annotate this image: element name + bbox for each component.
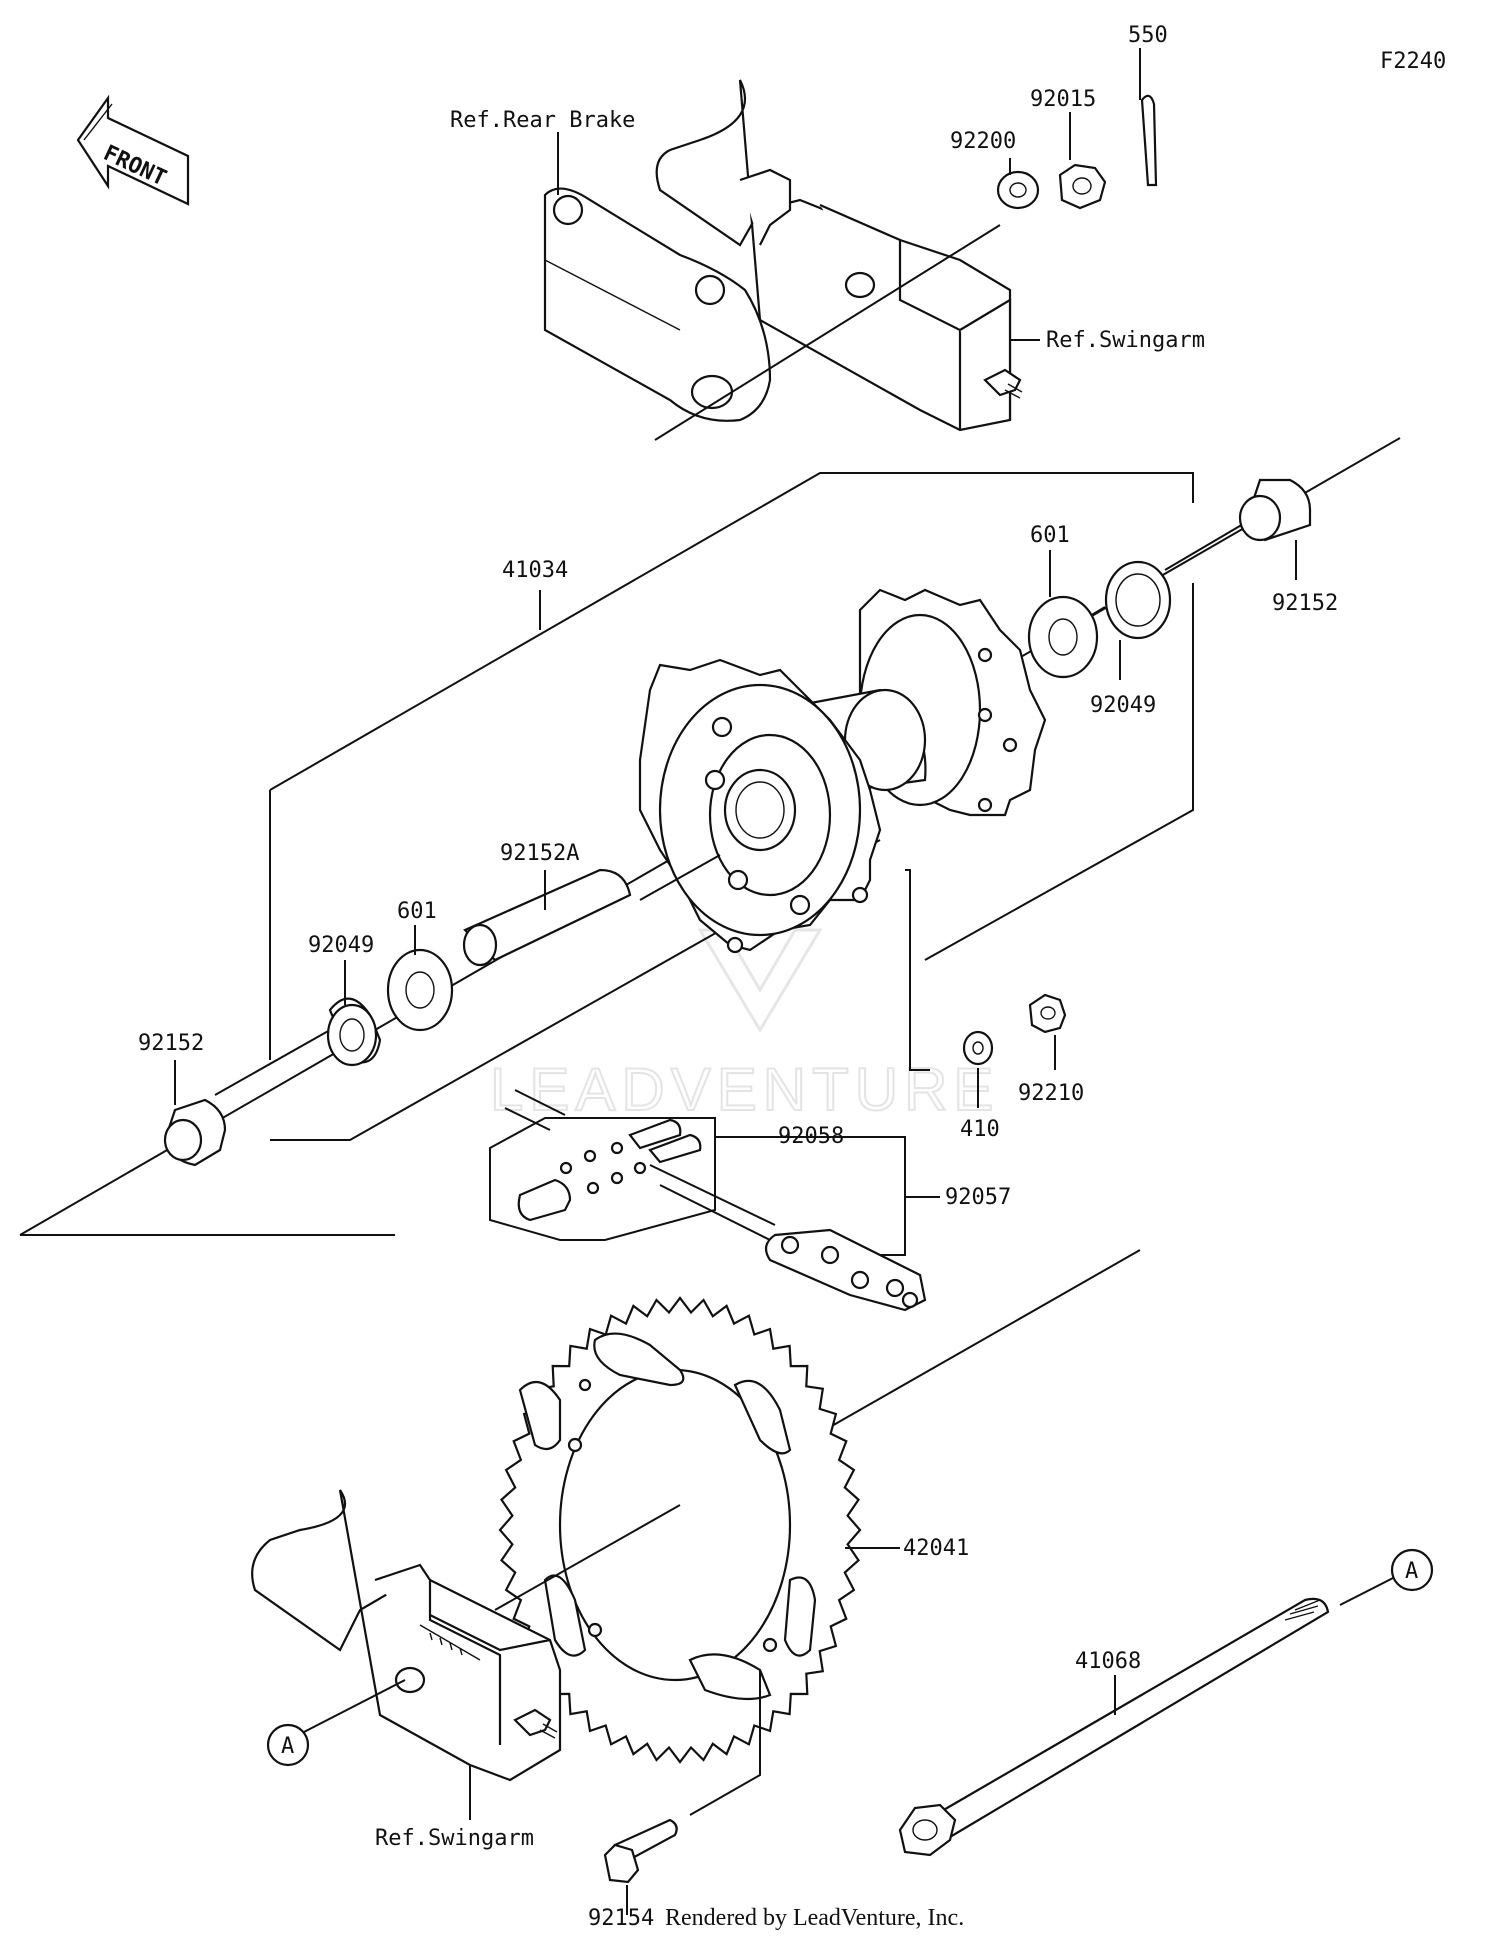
washer-92200 (996, 170, 1040, 210)
label-92049-left: 92049 (308, 933, 374, 958)
sprocket-line-right (829, 1249, 1141, 1428)
hub-frame-right (924, 583, 1194, 961)
label-550: 550 (1128, 23, 1168, 48)
label-92200: 92200 (950, 129, 1016, 154)
bolt-centerline (689, 1670, 761, 1816)
leader-92058b (880, 1200, 906, 1256)
sprocket-centerline (494, 1504, 681, 1611)
label-92152A: 92152A (500, 841, 579, 866)
label-92057: 92057 (945, 1185, 1011, 1210)
bearing-601-right (1027, 595, 1099, 679)
label-92152-right: 92152 (1272, 591, 1338, 616)
leader-92058 (715, 1136, 906, 1200)
marker-a-left: A (266, 1723, 310, 1767)
washer-410 (962, 1030, 994, 1066)
bearing-601-left (386, 948, 454, 1032)
label-92058: 92058 (778, 1124, 844, 1149)
hub-frame-bottom (270, 839, 881, 1141)
label-92154: 92154 (588, 1906, 654, 1931)
swingarm-bottom (251, 1489, 562, 1782)
marker-a-right: A (1390, 1548, 1434, 1592)
axle-centerline-right (1164, 519, 1251, 571)
marker-a-line-right (1339, 1576, 1396, 1606)
nut-92210 (1028, 993, 1067, 1034)
ref-swingarm-top: Ref.Swingarm (1046, 328, 1205, 353)
master-link-92058 (489, 1089, 716, 1241)
bolt-92154 (603, 1818, 678, 1884)
label-41068: 41068 (1075, 1649, 1141, 1674)
label-601-left: 601 (397, 899, 437, 924)
watermark-logo: LEADVENTURE (489, 928, 999, 1124)
label-41034: 41034 (502, 558, 568, 583)
ref-swingarm-bottom: Ref.Swingarm (375, 1826, 534, 1851)
spacer-92152A (462, 868, 632, 967)
collar-92152-left (163, 1098, 227, 1167)
axle-41068 (898, 1597, 1330, 1857)
credit-text: Rendered by LeadVenture, Inc. (665, 1905, 964, 1931)
label-92015: 92015 (1030, 87, 1096, 112)
leader-410-bracket (905, 869, 930, 1071)
top-axle-line (654, 224, 1001, 441)
rear-sprocket-42041 (498, 1296, 862, 1764)
castle-nut-92015 (1058, 163, 1107, 210)
collar-92152-right (1238, 478, 1312, 542)
svg-text:A: A (281, 1734, 294, 1759)
oil-seal-92049-left (326, 997, 382, 1067)
rear-brake-bracket (543, 187, 772, 422)
label-601-right: 601 (1030, 523, 1070, 548)
swingarm-top (655, 79, 1023, 432)
label-42041: 42041 (903, 1536, 969, 1561)
label-410: 410 (960, 1117, 1000, 1142)
cotter-pin-550 (1140, 94, 1158, 187)
label-92049-right: 92049 (1090, 693, 1156, 718)
marker-a-line-left (301, 1679, 406, 1734)
front-arrow-icon: FRONT (76, 94, 190, 206)
figure-code: F2240 (1380, 49, 1446, 74)
ref-rear-brake: Ref.Rear Brake (450, 108, 635, 133)
watermark-text: LEADVENTURE (490, 1056, 999, 1123)
hub-frame-top (269, 472, 1194, 791)
drive-chain-92057 (649, 1164, 927, 1312)
axle-centerline-left (214, 1029, 331, 1096)
hub-centerline (639, 854, 721, 901)
oil-seal-92049-right (1104, 560, 1172, 640)
rear-hub-41034 (638, 588, 1047, 954)
label-92152-left: 92152 (138, 1031, 204, 1056)
svg-text:A: A (1405, 1559, 1418, 1584)
label-92210: 92210 (1018, 1081, 1084, 1106)
